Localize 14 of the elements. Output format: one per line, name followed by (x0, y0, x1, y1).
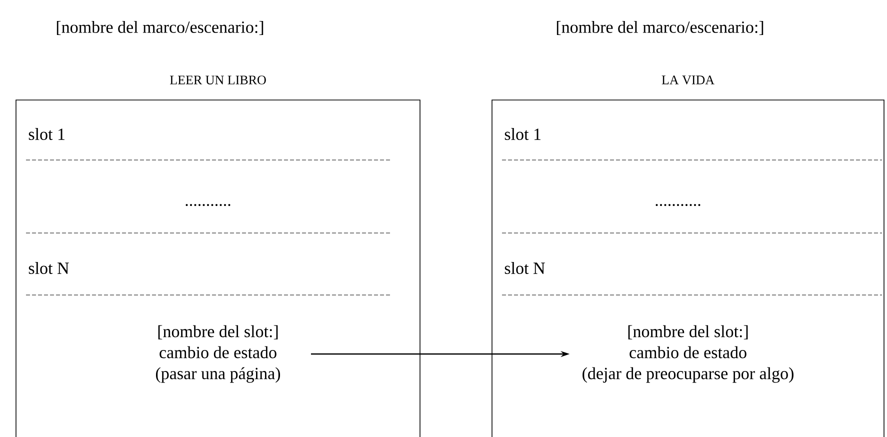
ellipsis: ........... (656, 204, 700, 206)
slot-label: slot N (504, 262, 545, 274)
frame-title: LA VIDA (662, 76, 714, 84)
slot-text: [nombre del slot:] cambio de estado (dejar de preocuparse por algo) (582, 325, 794, 383)
frame-box (16, 100, 420, 437)
slot-text: [nombre del slot:] cambio de estado (pasar una página) (156, 325, 280, 383)
frame-title: LEER UN LIBRO (170, 76, 266, 84)
frame-heading: [nombre del marco/escenario:] (56, 20, 264, 36)
slot-label: slot 1 (504, 128, 540, 140)
slot-label: slot N (28, 262, 69, 274)
ellipsis: ........... (186, 204, 230, 206)
frame-box (492, 100, 884, 437)
frame-heading: [nombre del marco/escenario:] (556, 20, 764, 36)
slot-label: slot 1 (28, 128, 64, 140)
